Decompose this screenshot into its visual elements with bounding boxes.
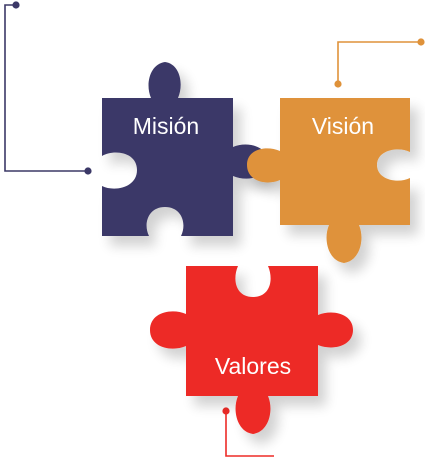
mision-label: Misión (133, 113, 199, 139)
valores-label: Valores (215, 353, 291, 379)
mision-piece (102, 62, 268, 236)
vision-label: Visión (312, 113, 374, 139)
vision-piece (247, 98, 410, 263)
vision-connector (334, 38, 425, 88)
valores-piece (150, 266, 353, 434)
valores-connector (222, 407, 274, 457)
mision-connector (4, 1, 92, 175)
